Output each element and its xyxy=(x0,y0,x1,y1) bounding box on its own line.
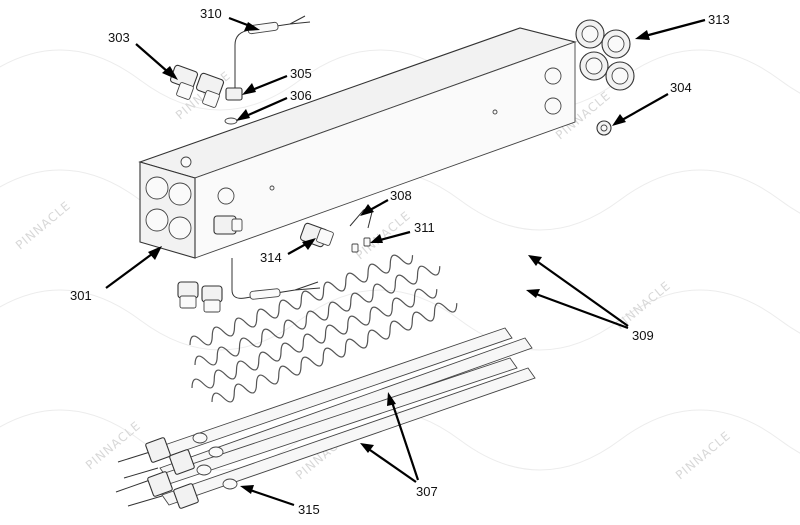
callout-311: 311 xyxy=(414,220,435,235)
callout-314: 314 xyxy=(260,250,282,265)
callout-301: 301 xyxy=(70,288,92,303)
plugs-313 xyxy=(575,19,635,91)
plug-304 xyxy=(596,120,612,136)
callout-306: 306 xyxy=(290,88,312,103)
callout-303: 303 xyxy=(108,30,130,45)
lower-fittings xyxy=(177,258,321,313)
callout-310: 310 xyxy=(200,6,222,21)
callout-313: 313 xyxy=(708,12,730,27)
watermark-text: PINNACLE xyxy=(83,418,144,472)
o-rings-315 xyxy=(192,432,238,490)
leader-lines xyxy=(105,16,706,507)
block-side-fitting xyxy=(213,215,243,235)
manifold-block xyxy=(138,27,577,259)
heater-rods-307 xyxy=(115,327,536,509)
callout-307: 307 xyxy=(416,484,438,499)
watermark-text: PINNACLE xyxy=(613,278,674,332)
fittings-303 xyxy=(169,64,225,108)
watermark-text: PINNACLE xyxy=(353,208,414,262)
heater-coils-309 xyxy=(189,254,458,403)
watermark-text: PINNACLE xyxy=(673,428,734,482)
callout-308: 308 xyxy=(390,188,412,203)
callout-labels: 310 303 305 306 313 304 308 311 314 301 … xyxy=(70,6,730,517)
callout-315: 315 xyxy=(298,502,320,517)
watermark-text: PINNACLE xyxy=(13,198,74,252)
callout-305: 305 xyxy=(290,66,312,81)
callout-304: 304 xyxy=(670,80,692,95)
callout-309: 309 xyxy=(632,328,654,343)
